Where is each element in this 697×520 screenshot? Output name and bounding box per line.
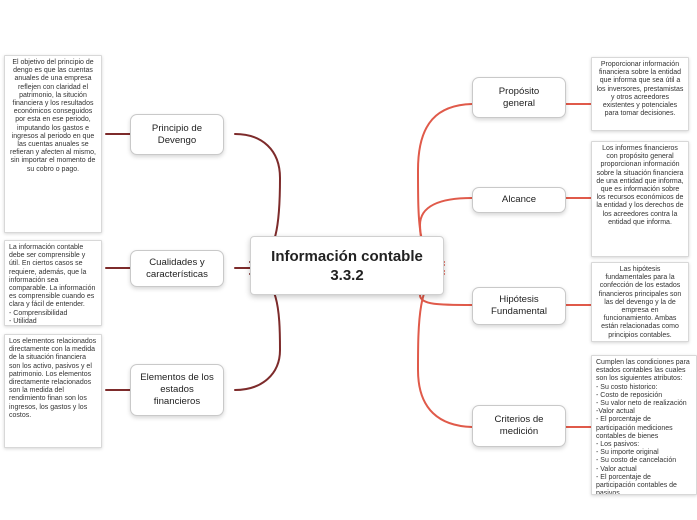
topic-elementos-estados-financieros[interactable]: Elementos de los estados financieros — [130, 364, 224, 416]
topic-alcance[interactable]: Alcance — [472, 187, 566, 213]
central-topic[interactable]: Información contable 3.3.2 — [250, 236, 444, 295]
topic-label: Principio de Devengo — [151, 122, 203, 146]
note-hipotesis-fundamental[interactable]: Las hipótesis fundamentales para la conf… — [591, 262, 689, 342]
topic-principio-devengo[interactable]: Principio de Devengo — [130, 114, 224, 155]
topic-criterios-medicion[interactable]: Criterios de medición — [472, 405, 566, 447]
note-text: El objetivo del principio de dengo es qu… — [10, 59, 96, 173]
topic-label: Alcance — [501, 194, 537, 205]
topic-label: Elementos de los estados financieros — [140, 372, 214, 407]
note-text: Proporcionar información financiera sobr… — [596, 61, 684, 118]
connector-criterios — [416, 273, 473, 428]
note-text: La información contable debe ser compren… — [9, 244, 96, 325]
topic-proposito-general[interactable]: Propósito general — [472, 77, 566, 118]
topic-label: Hipótesis Fundamental — [491, 294, 547, 317]
topic-hipotesis-fundamental[interactable]: Hipótesis Fundamental — [472, 287, 566, 325]
note-proposito-general[interactable]: Proporcionar información financiera sobr… — [591, 57, 689, 131]
topic-label: Propósito general — [498, 85, 540, 109]
topic-label: Cualidades y características — [146, 256, 208, 280]
note-cualidades-caracteristicas[interactable]: La información contable debe ser compren… — [4, 240, 102, 326]
central-topic-label: Información contable 3.3.2 — [271, 247, 423, 284]
note-text: Las hipótesis fundamentales para la conf… — [598, 266, 682, 339]
note-text: Los elementos relacionados directamente … — [9, 338, 97, 419]
topic-label: Criterios de medición — [494, 414, 544, 437]
note-alcance[interactable]: Los informes financieros con propósito g… — [591, 141, 689, 257]
topic-cualidades-caracteristicas[interactable]: Cualidades y características — [130, 250, 224, 287]
note-text: Los informes financieros con propósito g… — [596, 145, 684, 226]
note-criterios-medicion[interactable]: Cumplen las condiciones para estados con… — [591, 355, 697, 495]
note-elementos-estados-financieros[interactable]: Los elementos relacionados directamente … — [4, 334, 102, 448]
note-text: Cumplen las condiciones para estados con… — [596, 359, 690, 495]
note-principio-devengo[interactable]: El objetivo del principio de dengo es qu… — [4, 55, 102, 233]
